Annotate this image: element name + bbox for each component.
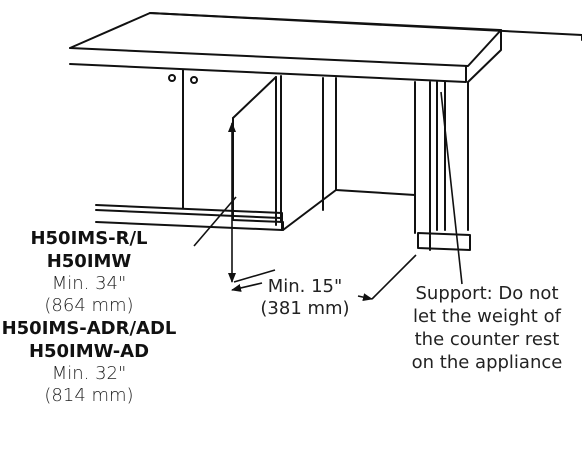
countertop-underside [69, 63, 467, 83]
height-min-1: Min. 34" [51, 273, 127, 294]
right-toe-kick [417, 232, 471, 251]
opening-floor-left [282, 189, 337, 231]
door-knob-left [168, 74, 176, 82]
left-toe-kick-top [95, 209, 281, 219]
model-label-h50ims-adr-adl: H50IMS-ADR/ADL [1, 318, 177, 339]
height-label-group: H50IMS-R/L H50IMW Min. 34" (864 mm) H50I… [0, 227, 178, 407]
model-label-h50imw-ad: H50IMW-AD [28, 341, 150, 362]
support-note-line-3: the counter rest [414, 329, 560, 350]
support-note-line-4: on the appliance [411, 352, 563, 373]
model-label-h50imw: H50IMW [46, 251, 132, 272]
door-knob-right [190, 76, 198, 84]
left-cabinet-side-top [232, 76, 277, 119]
support-note: Support: Do not let the weight of the co… [392, 282, 582, 374]
width-dimension-left-ext [233, 269, 276, 283]
height-mm-1: (864 mm) [44, 295, 134, 316]
support-note-line-1: Support: Do not [415, 283, 559, 304]
height-leader-line [193, 196, 237, 247]
countertop-right-side [467, 29, 502, 83]
width-dimension-right-ext [371, 254, 417, 300]
height-min-2: Min. 32" [51, 363, 127, 384]
width-mm: (381 mm) [260, 298, 350, 319]
support-leader-line [440, 91, 463, 285]
height-mm-2: (814 mm) [44, 385, 134, 406]
support-note-line-2: let the weight of [413, 306, 561, 327]
width-label-group: Min. 15" (381 mm) [240, 276, 370, 320]
opening-back-right [335, 77, 416, 196]
width-dimension-arrow-right [357, 293, 373, 302]
width-dimension-arrow-left [231, 282, 263, 292]
left-toe-kick [95, 204, 283, 231]
model-label-h50ims-rl: H50IMS-R/L [30, 228, 148, 249]
countertop-back-edge [149, 12, 501, 31]
countertop-front-edge [69, 29, 502, 67]
countertop-top-surface [69, 12, 582, 49]
width-min: Min. 15" [267, 276, 343, 297]
